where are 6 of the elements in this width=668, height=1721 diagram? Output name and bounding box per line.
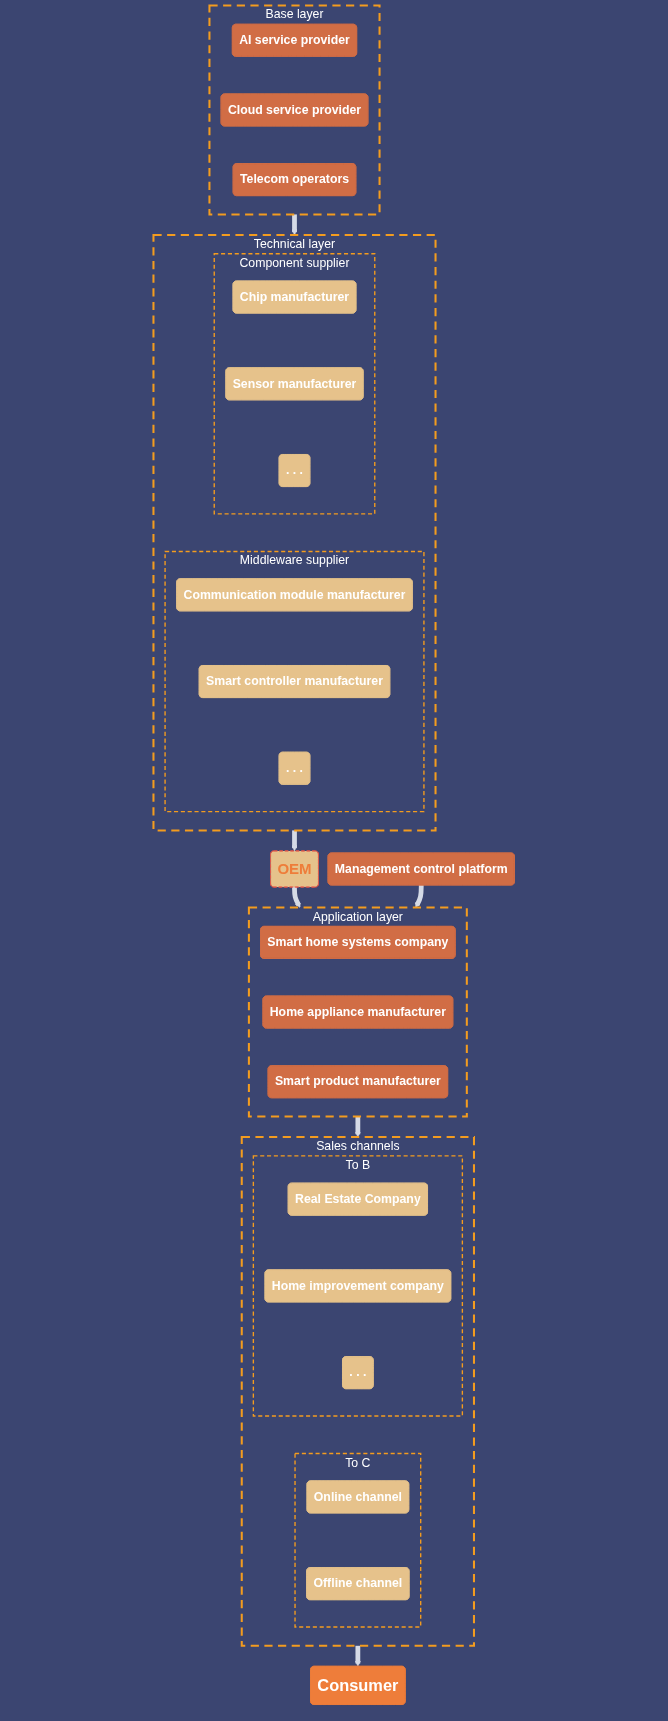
arrow	[291, 829, 298, 852]
arrow	[292, 886, 301, 908]
arrow	[354, 1645, 361, 1667]
arrow	[414, 884, 424, 908]
arrow	[291, 213, 298, 236]
arrow	[354, 1115, 361, 1138]
